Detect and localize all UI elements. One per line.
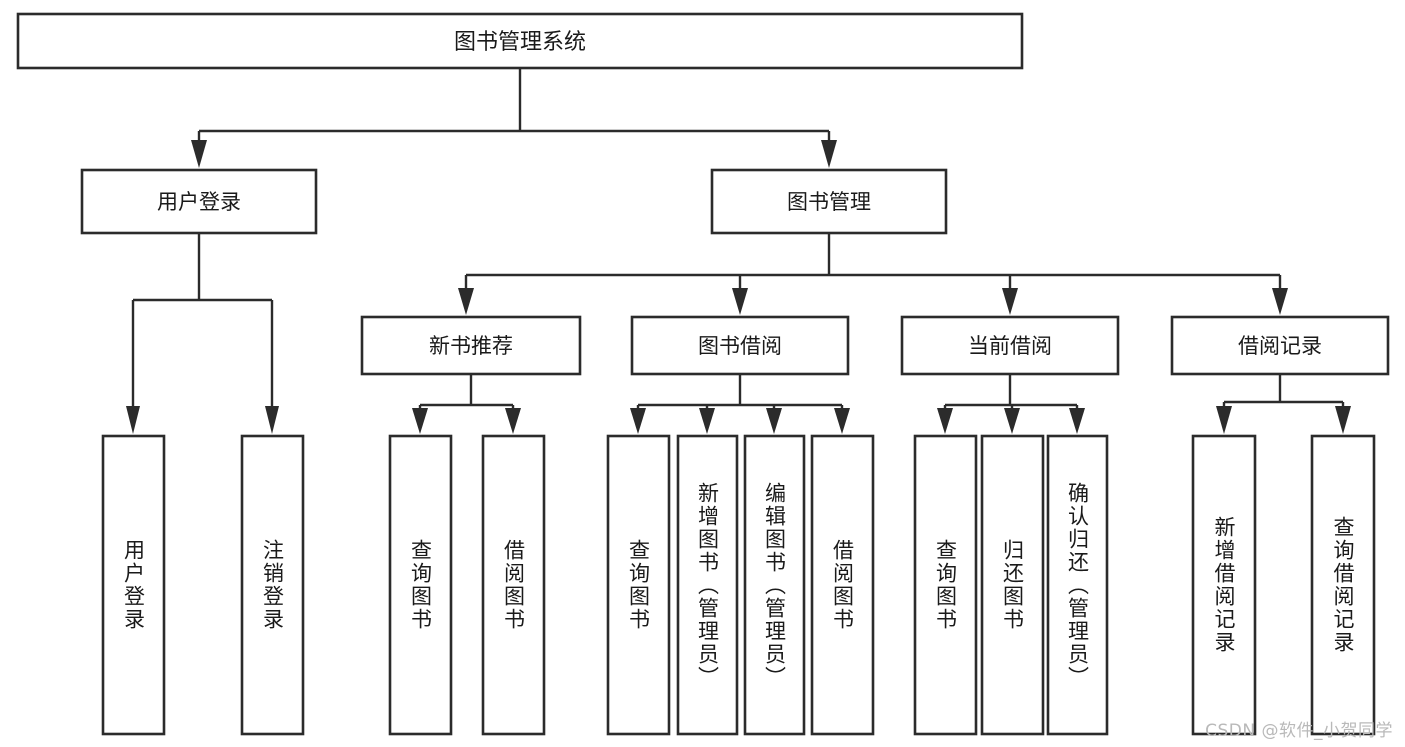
arrow-head-icon (766, 408, 782, 434)
leaf-box-confirm-return-admin[interactable] (1046, 434, 1109, 736)
arrow-head-icon (1002, 288, 1018, 315)
arrow-head-icon (1272, 288, 1288, 315)
leaf-box-query-book-current[interactable] (913, 434, 978, 736)
node-current-borrow-box (900, 315, 1120, 376)
connector-group-book-manage (458, 233, 1288, 315)
node-book-borrow-label: 图书借阅 (698, 334, 782, 358)
leaf-box-add-borrow-record[interactable] (1191, 434, 1257, 736)
node-borrow-record-box (1170, 315, 1390, 376)
arrow-head-icon (505, 408, 521, 434)
node-book-manage-label: 图书管理 (787, 190, 871, 214)
arrow-head-icon (126, 406, 140, 434)
arrow-head-icon (630, 408, 646, 434)
arrow-head-icon (1004, 408, 1020, 434)
leaf-box-user-login[interactable] (101, 434, 166, 736)
leaf-box-return-book[interactable] (980, 434, 1045, 736)
node-current-borrow[interactable]: 当前借阅 (900, 315, 1120, 376)
node-book-borrow[interactable]: 图书借阅 (630, 315, 850, 376)
node-root-label: 图书管理系统 (454, 30, 586, 55)
arrow-head-icon (699, 408, 715, 434)
node-root[interactable]: 图书管理系统 (16, 12, 1024, 70)
arrow-head-icon (937, 408, 953, 434)
arrow-head-icon (1216, 406, 1232, 434)
connector-group-current-borrow (937, 374, 1085, 434)
node-new-book-recommend[interactable]: 新书推荐 (360, 315, 582, 376)
leaf-box-query-book-new[interactable] (388, 434, 453, 736)
leaf-box-add-book-admin[interactable] (676, 434, 739, 736)
node-borrow-record[interactable]: 借阅记录 (1170, 315, 1390, 376)
leaf-boxes (101, 434, 1376, 736)
node-user-login-label: 用户登录 (157, 190, 241, 214)
node-book-manage[interactable]: 图书管理 (710, 168, 948, 235)
node-new-book-recommend-label: 新书推荐 (429, 334, 513, 358)
node-new-book-recommend-box (360, 315, 582, 376)
connector-group-book-borrow (630, 374, 850, 434)
connector-group-new-book (412, 374, 521, 434)
leaf-box-borrow-book-new[interactable] (481, 434, 546, 736)
node-book-manage-box (710, 168, 948, 235)
arrow-head-icon (732, 288, 748, 315)
arrow-head-icon (412, 408, 428, 434)
arrow-head-icon (1335, 406, 1351, 434)
connector-group-user-login (126, 233, 279, 434)
node-borrow-record-label: 借阅记录 (1238, 334, 1322, 358)
leaf-box-query-borrow-record[interactable] (1310, 434, 1376, 736)
connector-group-root (191, 68, 837, 168)
node-book-borrow-box (630, 315, 850, 376)
leaf-box-borrow-book[interactable] (810, 434, 875, 736)
node-user-login[interactable]: 用户登录 (80, 168, 318, 235)
watermark: CSDN @软件_小贺同学 (1205, 721, 1393, 741)
arrow-head-icon (265, 406, 279, 434)
arrow-head-icon (1069, 408, 1085, 434)
leaf-box-logout[interactable] (240, 434, 305, 736)
arrow-head-icon (458, 288, 474, 315)
arrow-head-icon (191, 140, 207, 168)
connector-group-borrow-record (1216, 374, 1351, 434)
node-user-login-box (80, 168, 318, 235)
arrow-head-icon (834, 408, 850, 434)
leaf-box-query-book-borrow[interactable] (606, 434, 671, 736)
node-current-borrow-label: 当前借阅 (968, 334, 1052, 358)
arrow-head-icon (821, 140, 837, 168)
node-root-box (16, 12, 1024, 70)
leaf-box-edit-book-admin[interactable] (743, 434, 806, 736)
